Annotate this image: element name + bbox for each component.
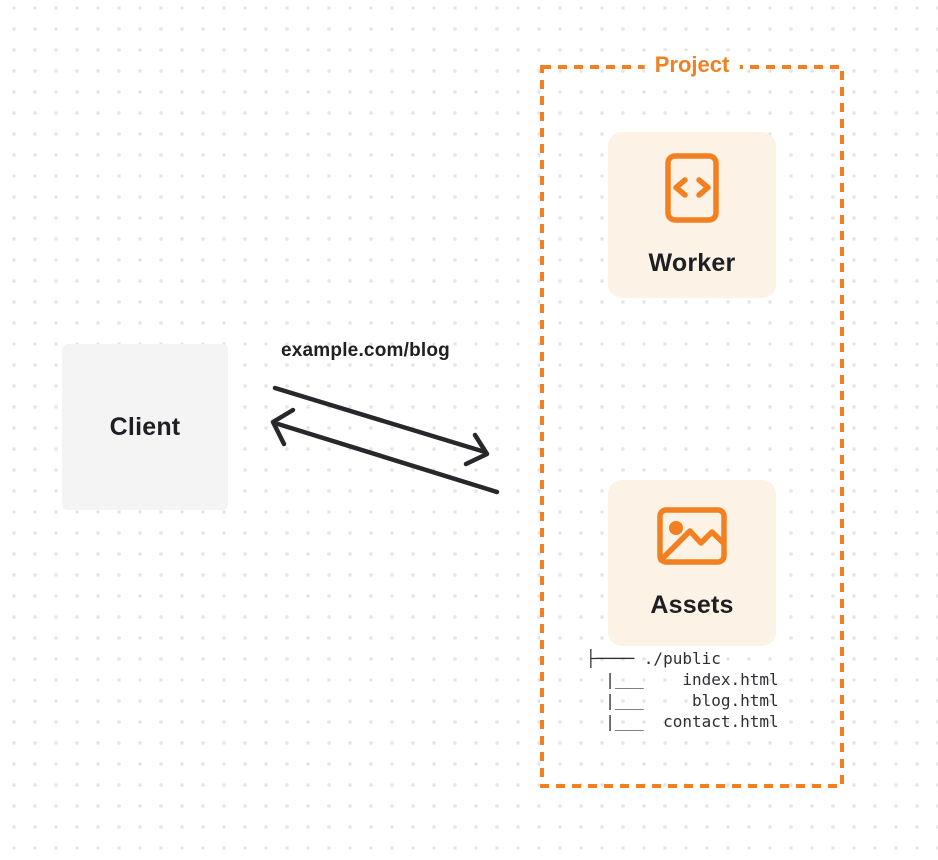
project-title: Project [644, 51, 740, 79]
worker-label: Worker [648, 249, 736, 277]
image-icon [657, 507, 727, 565]
file-tree: ├──── ./public |___ index.html |___ blog… [586, 649, 779, 731]
request-arrow [272, 385, 490, 467]
arrowhead-left-icon [270, 407, 296, 447]
assets-label: Assets [650, 591, 734, 619]
code-file-icon [665, 153, 719, 223]
worker-node: Worker [608, 132, 776, 298]
client-label: Client [109, 412, 181, 441]
response-arrow [270, 407, 500, 495]
arrowhead-right-icon [463, 432, 490, 467]
assets-node: Assets [608, 480, 776, 646]
project-container: Project Worker Assets ├──── ./public |__… [540, 51, 844, 788]
client-node: Client [62, 344, 228, 510]
request-url-label: example.com/blog [281, 340, 450, 361]
